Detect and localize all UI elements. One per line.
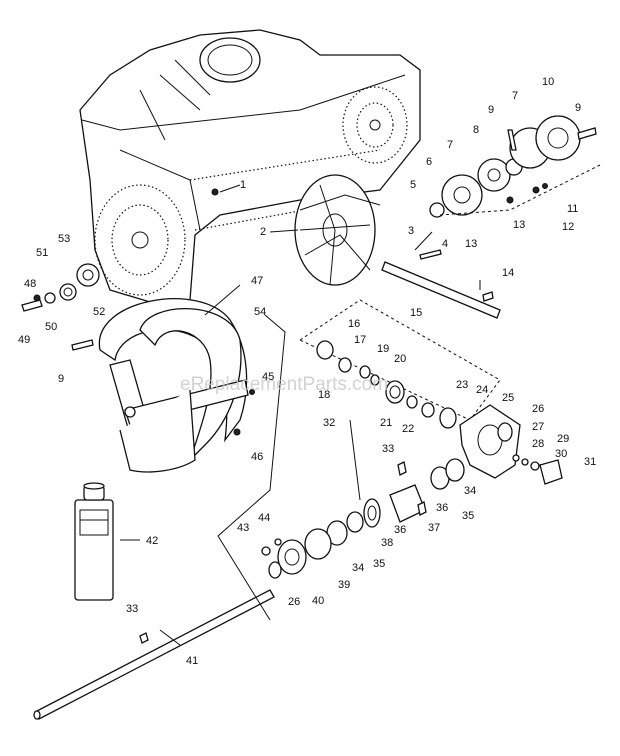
callout-label: 9 (488, 104, 494, 116)
callout-label: 4 (442, 238, 448, 250)
callout-label: 54 (254, 306, 266, 318)
callout-label: 39 (338, 579, 350, 591)
callout-label: 8 (473, 124, 479, 136)
drive-shaft-and-bearings (381, 115, 601, 319)
leader-lines (120, 184, 481, 646)
callout-label: 27 (532, 421, 544, 433)
left-bearing-hardware (21, 263, 100, 351)
auger-housing (79, 29, 421, 306)
callout-label: 29 (557, 433, 569, 445)
callout-label: 50 (45, 321, 57, 333)
callout-label: 28 (532, 438, 544, 450)
callout-label: 1 (240, 179, 246, 191)
callout-label: 31 (584, 456, 596, 468)
callout-label: 35 (462, 510, 474, 522)
callout-label: 35 (373, 558, 385, 570)
callout-label: 41 (186, 655, 198, 667)
callout-label: 20 (394, 353, 406, 365)
callout-label: 17 (354, 334, 366, 346)
callout-label: 44 (258, 512, 270, 524)
callout-label: 47 (251, 275, 263, 287)
callout-label: 21 (380, 417, 392, 429)
callout-label: 18 (318, 389, 330, 401)
callout-label: 12 (562, 221, 574, 233)
long-shaft (33, 589, 275, 720)
callout-label: 15 (410, 307, 422, 319)
callout-label: 10 (542, 76, 554, 88)
callout-labels: 1 2 3 4 5 6 7 7 8 9 9 10 11 12 13 13 14 … (18, 76, 596, 667)
watermark: eReplacementParts.com (180, 374, 388, 395)
callout-label: 7 (512, 90, 518, 102)
callout-label: 51 (36, 247, 48, 259)
callout-label: 34 (464, 485, 476, 497)
callout-label: 23 (456, 379, 468, 391)
callout-label: 19 (377, 343, 389, 355)
callout-label: 5 (410, 179, 416, 191)
callout-label: 7 (447, 139, 453, 151)
callout-label: 45 (262, 371, 274, 383)
callout-label: 26 (288, 596, 300, 608)
callout-label: 34 (352, 562, 364, 574)
callout-label: 38 (381, 537, 393, 549)
callout-label: 30 (555, 448, 567, 460)
callout-label: 26 (532, 403, 544, 415)
callout-label: 32 (323, 417, 335, 429)
callout-label: 48 (24, 278, 36, 290)
callout-label: 13 (513, 219, 525, 231)
callout-label: 3 (408, 225, 414, 237)
callout-label: 9 (575, 102, 581, 114)
callout-label: 37 (428, 522, 440, 534)
callout-label: 33 (126, 603, 138, 615)
auger-spiral (98, 298, 255, 473)
lubricant-can (74, 482, 114, 601)
callout-label: 25 (502, 392, 514, 404)
callout-label: 36 (394, 524, 406, 536)
callout-label: 46 (251, 451, 263, 463)
callout-label: 53 (58, 233, 70, 245)
callout-label: 24 (476, 384, 488, 396)
callout-label: 9 (58, 373, 64, 385)
callout-label: 52 (93, 306, 105, 318)
callout-label: 49 (18, 334, 30, 346)
callout-label: 16 (348, 318, 360, 330)
callout-label: 36 (436, 502, 448, 514)
callout-label: 13 (465, 238, 477, 250)
callout-label: 14 (502, 267, 514, 279)
callout-label: 11 (567, 203, 578, 215)
callout-label: 6 (426, 156, 432, 168)
gearbox-assembly (261, 299, 563, 579)
callout-label: 40 (312, 595, 324, 607)
callout-label: 2 (260, 226, 266, 238)
callout-label: 43 (237, 522, 249, 534)
callout-label: 22 (402, 423, 414, 435)
callout-label: 33 (382, 443, 394, 455)
callout-label: 42 (146, 535, 158, 547)
